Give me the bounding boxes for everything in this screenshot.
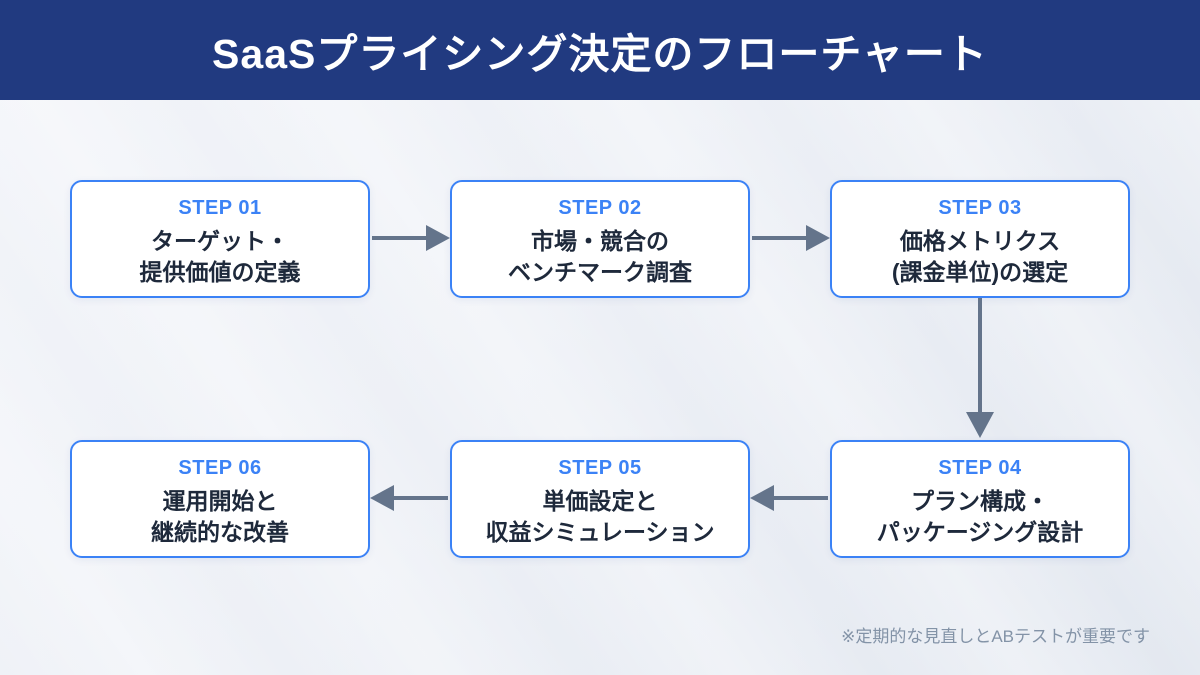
step-06-title-line2: 継続的な改善 <box>151 518 289 545</box>
step-03-label: STEP 03 <box>938 197 1022 219</box>
footnote: ※定期的な見直しとABテストが重要です <box>841 627 1150 646</box>
step-04-title-line1: プラン構成・ <box>910 488 1049 514</box>
step-06-label: STEP 06 <box>178 457 262 479</box>
step-02-box: STEP 02 市場・競合の ベンチマーク調査 <box>450 180 750 298</box>
arrow-right-icon <box>806 225 830 251</box>
step-01-title: ターゲット・ 提供価値の定義 <box>140 226 301 287</box>
step-02-title-line1: 市場・競合の <box>531 228 669 254</box>
arrow-line <box>372 236 428 240</box>
step-03-title-line1: 価格メトリクス <box>899 228 1061 254</box>
arrow-line <box>978 298 982 414</box>
step-02-label: STEP 02 <box>558 197 642 219</box>
step-06-title: 運用開始と 継続的な改善 <box>151 486 289 547</box>
step-01-title-line1: ターゲット・ <box>151 228 289 254</box>
step-05-title-line2: 収益シミュレーション <box>485 518 715 545</box>
step-04-title-line2: パッケージング設計 <box>876 518 1084 545</box>
arrow-down-icon <box>966 412 994 438</box>
step-03-title-line2: (課金単位)の選定 <box>891 258 1069 285</box>
step-06-title-line1: 運用開始と <box>162 488 278 514</box>
step-06-box: STEP 06 運用開始と 継続的な改善 <box>70 440 370 558</box>
page-title: SaaSプライシング決定のフローチャート <box>212 31 988 77</box>
step-04-title: プラン構成・ パッケージング設計 <box>877 486 1084 547</box>
step-01-box: STEP 01 ターゲット・ 提供価値の定義 <box>70 180 370 298</box>
arrow-line <box>392 496 448 500</box>
step-04-box: STEP 04 プラン構成・ パッケージング設計 <box>830 440 1130 558</box>
step-02-title-line2: ベンチマーク調査 <box>508 258 692 285</box>
arrow-left-icon <box>370 485 394 511</box>
step-05-label: STEP 05 <box>558 457 642 479</box>
header-band: SaaSプライシング決定のフローチャート <box>0 0 1200 100</box>
step-03-title: 価格メトリクス (課金単位)の選定 <box>892 226 1068 287</box>
arrow-right-icon <box>426 225 450 251</box>
step-02-title: 市場・競合の ベンチマーク調査 <box>508 226 692 287</box>
step-05-title-line1: 単価設定と <box>542 488 658 514</box>
step-03-box: STEP 03 価格メトリクス (課金単位)の選定 <box>830 180 1130 298</box>
step-05-title: 単価設定と 収益シミュレーション <box>485 486 714 547</box>
arrow-line <box>772 496 828 500</box>
step-04-label: STEP 04 <box>938 457 1022 479</box>
arrow-line <box>752 236 808 240</box>
step-01-label: STEP 01 <box>178 197 262 219</box>
step-05-box: STEP 05 単価設定と 収益シミュレーション <box>450 440 750 558</box>
step-01-title-line2: 提供価値の定義 <box>139 258 301 285</box>
arrow-left-icon <box>750 485 774 511</box>
